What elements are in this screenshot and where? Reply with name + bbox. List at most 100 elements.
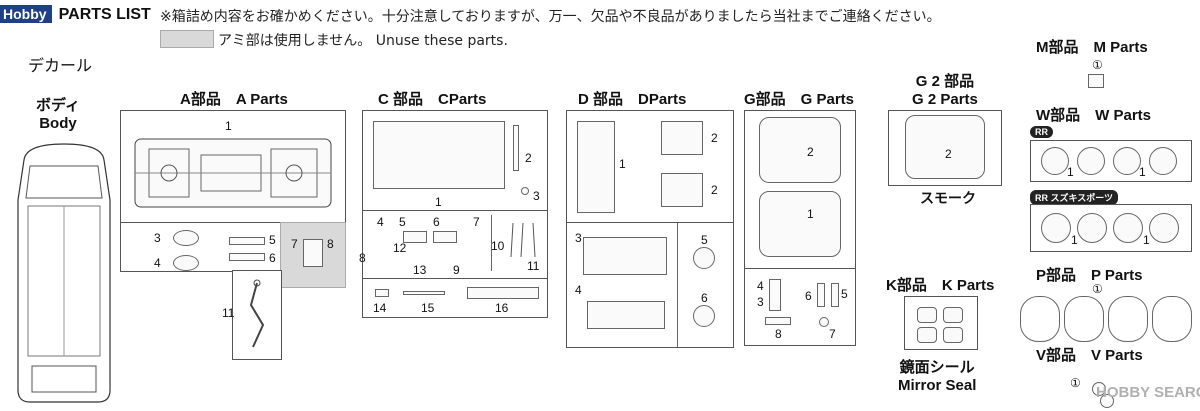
a-parts-frame-11 xyxy=(232,270,282,360)
g-part-2 xyxy=(759,117,841,183)
c-parts-frame-mid: 4 5 6 7 8 12 13 9 10 11 xyxy=(359,210,548,280)
part-number: 8 xyxy=(327,237,334,251)
c-part-15 xyxy=(403,291,445,295)
part-number: 1 xyxy=(1067,165,1074,179)
watermark: HOBBY SEARCH xyxy=(1096,384,1200,401)
part-number: 3 xyxy=(533,189,540,203)
part-number: 2 xyxy=(525,151,532,165)
unuse-en: Unuse these parts. xyxy=(375,33,508,49)
a-parts-frame-lower: 3 4 5 6 xyxy=(120,222,282,272)
body-label-jp: ボディ xyxy=(36,97,80,114)
tire-3 xyxy=(1108,296,1148,342)
g-part-3-4 xyxy=(769,279,781,311)
g2-label-line2: G 2 Parts xyxy=(912,91,978,108)
part-number: 3 xyxy=(757,295,764,309)
a-part-5 xyxy=(229,237,265,245)
wheel-rr-2 xyxy=(1077,147,1105,175)
part-number: 12 xyxy=(393,241,407,255)
d-part-6 xyxy=(693,305,715,327)
notice-text: ※箱詰め内容をお確かめください。十分注意しておりますが、万一、欠品や不良品があり… xyxy=(160,9,941,25)
part-number: 7 xyxy=(473,215,480,229)
part-number: 1 xyxy=(807,207,814,221)
part-number: 4 xyxy=(757,279,764,293)
part-number: 10 xyxy=(491,239,505,253)
wheel-rr-4 xyxy=(1149,147,1177,175)
d-part-3 xyxy=(583,237,667,275)
d-part-5 xyxy=(693,247,715,269)
d-parts-frame-top: 1 2 2 xyxy=(566,110,734,224)
mirror-seal-1 xyxy=(917,307,937,323)
part-number: 1 xyxy=(1143,233,1150,247)
a-part-6 xyxy=(229,253,265,261)
c-part-5 xyxy=(403,231,427,243)
c-part-1 xyxy=(373,121,505,189)
c-part-2 xyxy=(513,125,519,171)
body-label: ボディ Body xyxy=(36,94,80,132)
w-parts-frame-rr: 1 1 xyxy=(1030,140,1192,182)
tires-group xyxy=(1020,296,1192,342)
g2-label-line1: G 2 部品 xyxy=(915,73,975,90)
c-parts-frame-bottom: 14 15 16 xyxy=(362,278,548,318)
part-number: 5 xyxy=(701,233,708,247)
k-parts-frame xyxy=(904,296,978,350)
d-part-2b xyxy=(661,173,703,207)
hobby-logo: Hobby xyxy=(0,5,52,23)
wheel-suzuki-3 xyxy=(1113,213,1143,243)
part-number: 1 xyxy=(1139,165,1146,179)
tire-4 xyxy=(1152,296,1192,342)
g-part-8 xyxy=(765,317,791,325)
part-number: 1 xyxy=(619,157,626,171)
p-parts-label: P部品 P Parts xyxy=(1036,267,1143,284)
part-number: 13 xyxy=(413,263,427,277)
part-number: 1 xyxy=(435,195,442,209)
rr-suzuki-tag: RR スズキスポーツ xyxy=(1030,190,1119,205)
d-part-2a xyxy=(661,121,703,155)
c-part-14 xyxy=(375,289,389,297)
part-number: 8 xyxy=(359,251,366,265)
part-number: 15 xyxy=(421,301,435,315)
a-parts-unused-area: 7 8 xyxy=(280,222,346,288)
part-number: ① xyxy=(1092,58,1103,72)
part-number: 2 xyxy=(945,147,952,161)
g-parts-label: G部品 G Parts xyxy=(744,91,855,108)
part-number: 3 xyxy=(575,231,582,245)
d-parts-frame-bottom: 3 4 5 6 xyxy=(566,222,734,348)
c-divider xyxy=(491,215,492,271)
body-drawing xyxy=(17,143,111,403)
v-parts-label: V部品 V Parts xyxy=(1036,347,1143,364)
v-part-1b xyxy=(1100,394,1114,408)
c-part-16 xyxy=(467,287,539,299)
decal-label: デカール xyxy=(28,58,93,75)
g2-parts-frame: 2 xyxy=(888,110,1002,186)
d-parts-label: D 部品 DParts xyxy=(578,91,687,108)
body-label-en: Body xyxy=(39,115,77,132)
part-number: 11 xyxy=(527,259,540,273)
g-parts-frame-bottom: 4 3 6 5 8 7 xyxy=(744,268,856,346)
rr-tag: RR xyxy=(1030,126,1053,138)
a-parts-frame: 1 xyxy=(120,110,346,224)
g-part-7 xyxy=(819,317,829,327)
wheel-suzuki-4 xyxy=(1149,213,1179,243)
part-number: 4 xyxy=(154,256,161,270)
part-number: 6 xyxy=(433,215,440,229)
unuse-note: アミ部は使用しません。 Unuse these parts. xyxy=(218,30,508,50)
part-number: 1 xyxy=(225,119,232,133)
c-part-3 xyxy=(521,187,529,195)
part-number: 7 xyxy=(291,237,298,251)
d-divider xyxy=(677,223,678,347)
k-parts-label: K部品 K Parts xyxy=(886,277,995,294)
g-part-1 xyxy=(759,191,841,257)
g-part-6 xyxy=(817,283,825,307)
mirror-seal-label: 鏡面シール Mirror Seal xyxy=(898,356,976,394)
mirror-seal-jp: 鏡面シール xyxy=(899,359,975,376)
m-part-1 xyxy=(1088,74,1104,88)
part-number: 4 xyxy=(377,215,384,229)
wheel-rr-3 xyxy=(1113,147,1141,175)
tire-1 xyxy=(1020,296,1060,342)
part-number: 7 xyxy=(829,327,836,341)
a-part-11-drawing xyxy=(249,279,265,348)
part-number: 4 xyxy=(575,283,582,297)
a-part-4 xyxy=(173,255,199,271)
c-part-10-11-drawing xyxy=(510,222,536,258)
part-number: 5 xyxy=(399,215,406,229)
